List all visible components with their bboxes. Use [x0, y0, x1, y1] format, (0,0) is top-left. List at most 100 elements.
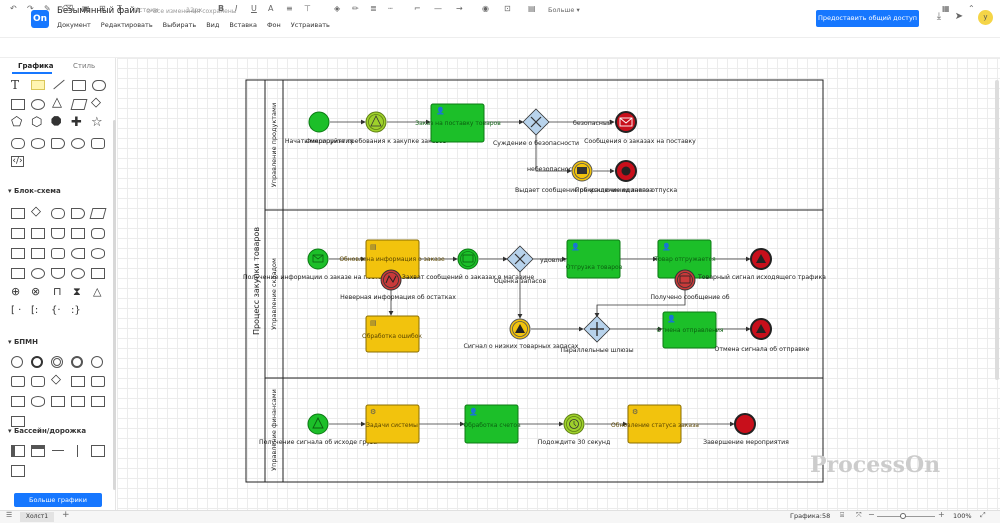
diamond-shape-icon[interactable]: ◇ [91, 95, 101, 110]
download-icon[interactable]: ⤓ [936, 11, 942, 22]
or-junction-icon[interactable]: ⊗ [31, 285, 41, 298]
table-icon[interactable]: ⊞ [99, 4, 106, 13]
sum-junction-icon[interactable]: ⊕ [11, 285, 21, 298]
connector-shape-icon[interactable] [31, 268, 45, 279]
menu-select[interactable]: Выбирать [162, 21, 197, 29]
manual-op-shape-icon[interactable] [11, 268, 25, 279]
display-shape-icon[interactable] [71, 248, 85, 259]
line-style-icon[interactable]: ┄ [388, 4, 393, 13]
format-painter-icon[interactable]: ✎ [44, 4, 51, 13]
bpmn-task-icon[interactable] [11, 376, 25, 387]
page-list-icon[interactable]: ☰ [6, 511, 13, 519]
book-icon[interactable]: ⌸ [840, 511, 845, 519]
lock-icon[interactable]: ⊡ [504, 4, 511, 13]
zoom-in-button[interactable]: + [938, 510, 945, 519]
menu-background[interactable]: Фон [266, 21, 281, 29]
callout-shape-icon[interactable] [51, 138, 65, 149]
bracket-icon[interactable]: [: [31, 305, 39, 316]
canvas-scrollbar[interactable] [995, 80, 999, 380]
offpage-shape-icon[interactable] [51, 268, 65, 279]
multi-document-shape-icon[interactable] [71, 228, 85, 239]
bpmn-intermediate-icon[interactable] [51, 356, 63, 368]
bpmn-group-icon[interactable] [91, 376, 105, 387]
section-pool[interactable]: ▾ Бассейн/дорожка [8, 427, 87, 435]
menu-document[interactable]: Документ [57, 21, 91, 29]
document-shape-icon[interactable] [51, 228, 65, 239]
bpmn-collection-icon[interactable] [71, 396, 85, 407]
menu-edit[interactable]: Редактировать [100, 21, 153, 29]
brace-right-icon[interactable]: :} [71, 305, 81, 316]
rect-shape-icon[interactable] [72, 80, 86, 91]
tab-style[interactable]: Стиль [73, 62, 96, 70]
zoom-out-button[interactable]: − [868, 510, 875, 519]
bpmn-event-icon[interactable] [71, 356, 83, 368]
bpmn-gateway-icon[interactable]: ◇ [51, 372, 61, 387]
decision-shape-icon[interactable]: ◇ [31, 204, 41, 219]
fill-icon[interactable]: ◈ [334, 4, 341, 13]
text-icon[interactable]: T [117, 4, 122, 13]
or-shape-icon[interactable] [71, 268, 85, 279]
hexagon-shape-icon[interactable]: ⬡ [31, 115, 43, 130]
share-button[interactable]: Предоставить общий доступ [816, 10, 919, 27]
star-shape-icon[interactable]: ☆ [91, 115, 103, 130]
font-color-icon[interactable]: A [268, 4, 274, 13]
undo-icon[interactable]: ↶ [10, 4, 17, 13]
square-shape-icon[interactable] [11, 99, 25, 110]
arrow-start-icon[interactable]: — [434, 4, 442, 13]
zoom-slider-handle[interactable] [900, 513, 906, 519]
zoom-slider[interactable] [877, 516, 935, 517]
zoom-level[interactable]: 100% [953, 512, 972, 520]
bpmn-subprocess-icon[interactable] [31, 376, 45, 387]
bpmn-timer-icon[interactable] [91, 356, 103, 368]
merge-shape-icon[interactable] [91, 268, 105, 279]
fit-icon[interactable]: ⤧ [856, 511, 862, 519]
card-shape-icon[interactable] [91, 138, 105, 149]
more-shapes-button[interactable]: Больше графики [14, 493, 102, 507]
rounded-rect-shape-icon[interactable] [92, 80, 106, 91]
tab-graphics[interactable]: Графика [18, 62, 54, 70]
line-color-icon[interactable]: ✏ [352, 4, 359, 13]
cross-shape-icon[interactable]: ✚ [71, 115, 82, 130]
circle-shape-icon[interactable] [31, 99, 45, 110]
line-width-icon[interactable]: ≣ [370, 4, 377, 13]
cloud-shape-icon[interactable] [11, 138, 25, 149]
lane-icon[interactable] [91, 445, 105, 457]
font-select[interactable]: Истоки [134, 6, 159, 14]
collate-shape-icon[interactable]: ⧗ [73, 285, 81, 298]
connector-icon[interactable]: ⌐ [414, 4, 421, 13]
bpmn-call-icon[interactable] [11, 416, 25, 427]
valign-icon[interactable]: ⊤ [304, 4, 311, 13]
lane-separator-h-icon[interactable] [52, 450, 64, 451]
manual-input-shape-icon[interactable] [11, 248, 25, 259]
layer-icon[interactable]: ◉ [482, 4, 489, 13]
pool-horizontal-icon[interactable] [31, 445, 45, 457]
menu-insert[interactable]: Вставка [229, 21, 257, 29]
theme-icon[interactable]: ▦ [942, 4, 950, 13]
internal-storage-shape-icon[interactable] [31, 228, 45, 239]
document-title[interactable]: Безымянный файл [57, 6, 141, 16]
delay-shape-icon[interactable] [71, 208, 85, 219]
process-shape-icon[interactable] [11, 208, 25, 219]
fullscreen-icon[interactable]: ⤢ [980, 511, 986, 519]
send-icon[interactable]: ➤ [954, 11, 964, 22]
section-bpmn[interactable]: ▾ БПМН [8, 338, 38, 346]
bpmn-data-object-icon[interactable] [71, 376, 85, 387]
text-shape-icon[interactable]: T [11, 78, 20, 92]
bracket-left-icon[interactable]: [ · [11, 305, 22, 316]
image-icon[interactable]: ▣ [82, 4, 90, 13]
app-logo[interactable]: On [31, 10, 49, 28]
page-tab[interactable]: Холст1 [20, 512, 54, 522]
bpmn-end-icon[interactable] [31, 356, 43, 368]
code-shape-icon[interactable]: ‹/› [11, 156, 24, 167]
canvas[interactable] [117, 58, 1000, 510]
card-flow-shape-icon[interactable] [31, 248, 45, 259]
pentagon-shape-icon[interactable]: ⬠ [11, 115, 23, 130]
sort-shape-icon[interactable]: △ [93, 285, 102, 298]
more-button[interactable]: Больше ▾ [548, 6, 580, 14]
predefined-shape-icon[interactable] [11, 228, 25, 239]
collapse-icon[interactable]: ⌃ [968, 4, 975, 13]
sidebar-scrollbar[interactable] [113, 120, 116, 490]
lane-vertical-icon[interactable] [11, 465, 25, 477]
add-page-button[interactable]: + [62, 510, 70, 520]
lane-separator-v-icon[interactable] [77, 445, 78, 457]
